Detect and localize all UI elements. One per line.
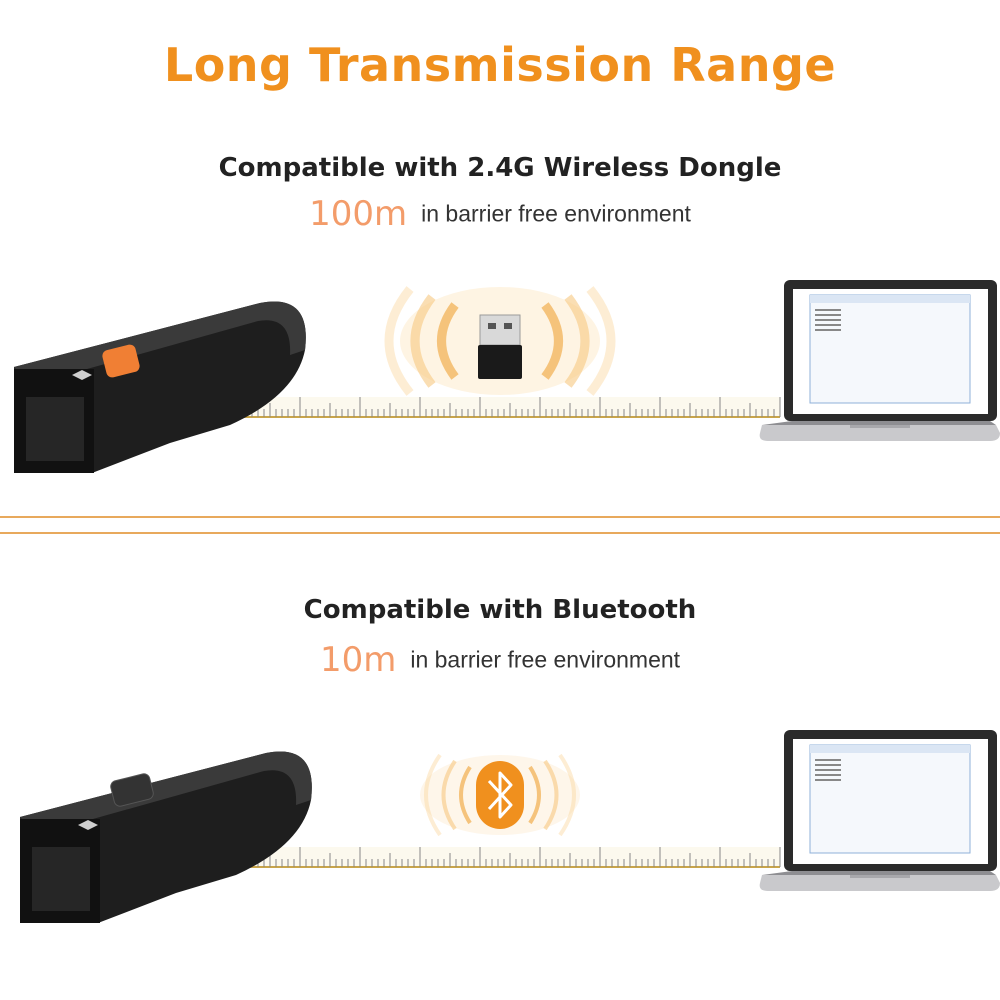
bluetooth-range: 10m in barrier free environment xyxy=(0,640,1000,680)
barcode-scanner xyxy=(20,751,312,923)
bluetooth-range-desc: in barrier free environment xyxy=(410,646,681,673)
dongle-range: 100m in barrier free environment xyxy=(0,194,1000,234)
bluetooth-icon xyxy=(420,753,580,837)
laptop xyxy=(759,730,1000,891)
laptop xyxy=(759,280,1000,441)
page-title: Long Transmission Range xyxy=(163,38,837,92)
barcode-scanner xyxy=(14,301,306,473)
usb-dongle-icon xyxy=(384,286,616,396)
measuring-ruler xyxy=(179,397,781,418)
section-divider-top xyxy=(0,516,1000,518)
dongle-range-desc: in barrier free environment xyxy=(421,200,691,227)
bluetooth-heading: Compatible with Bluetooth xyxy=(303,595,697,625)
dongle-heading: Compatible with 2.4G Wireless Dongle xyxy=(218,153,782,183)
scan-button xyxy=(102,344,140,378)
dongle-scene xyxy=(0,275,1000,475)
dongle-range-value: 100m xyxy=(309,194,408,234)
bluetooth-scene xyxy=(0,725,1000,925)
bluetooth-range-value: 10m xyxy=(319,640,397,680)
section-divider-bottom xyxy=(0,532,1000,534)
scan-button xyxy=(110,773,154,807)
